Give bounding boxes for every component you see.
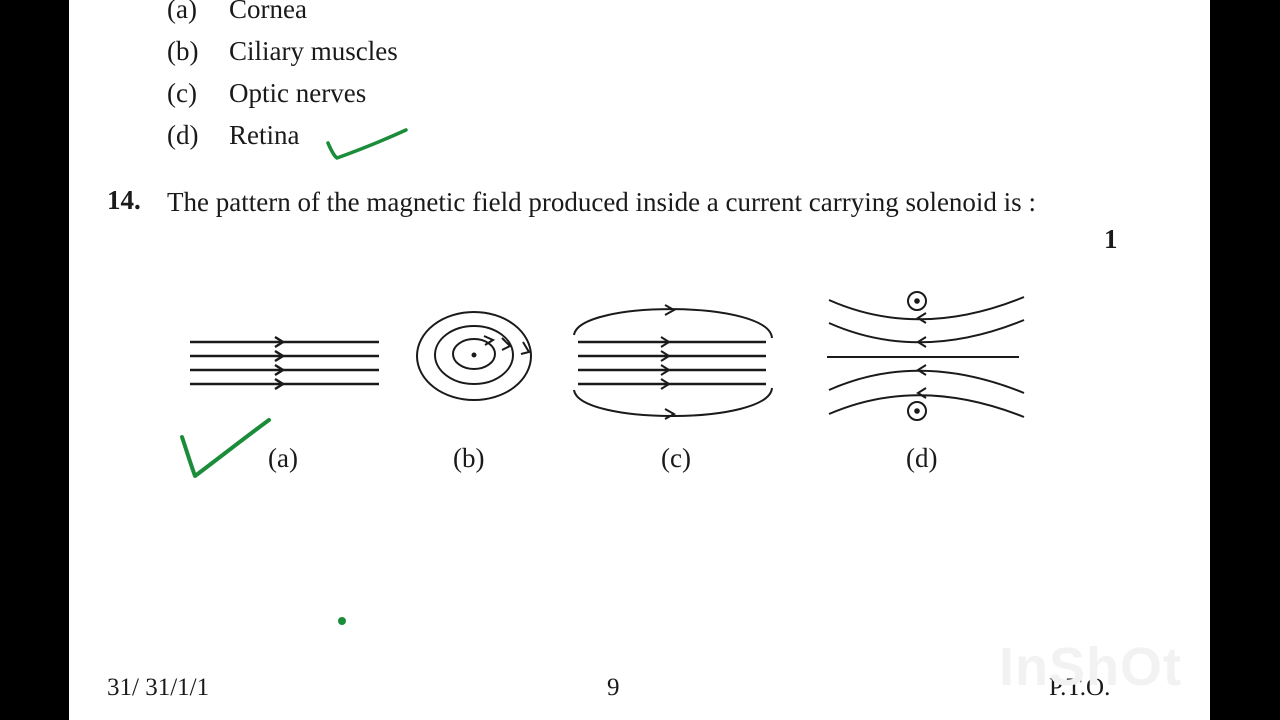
tick-mark-figure-a bbox=[180, 418, 271, 478]
figure-d-curved-field-lines bbox=[827, 291, 1025, 421]
option-b-letter: (b) bbox=[167, 36, 199, 66]
tick-mark-retina bbox=[326, 128, 408, 160]
question-text: The pattern of the magnetic field produc… bbox=[167, 187, 1036, 217]
figures-layer bbox=[180, 128, 1025, 625]
page-number: 9 bbox=[607, 674, 620, 701]
question-marks: 1 bbox=[1104, 224, 1118, 254]
option-c-text: Optic nerves bbox=[229, 78, 367, 108]
figure-label-d: (d) bbox=[906, 443, 938, 473]
option-a-letter: (a) bbox=[167, 0, 197, 24]
figure-b-concentric-field-lines bbox=[416, 311, 532, 401]
question-number: 14. bbox=[107, 185, 141, 215]
option-d-letter: (d) bbox=[167, 120, 199, 150]
ink-dot bbox=[338, 617, 346, 625]
inshot-watermark: InShOt bbox=[999, 637, 1182, 697]
option-d-text: Retina bbox=[229, 120, 300, 150]
figure-a-parallel-field-lines bbox=[190, 335, 379, 391]
option-a-text: Cornea bbox=[229, 0, 307, 24]
pto-label: P.T.O. bbox=[1049, 674, 1111, 701]
footer-code: 31/ 31/1/1 bbox=[107, 674, 210, 701]
figure-label-b: (b) bbox=[453, 443, 485, 473]
option-b-text: Ciliary muscles bbox=[229, 36, 398, 66]
figure-c-solenoid-field-lines bbox=[573, 304, 773, 420]
exam-page: (a) Cornea (b) Ciliary muscles (c) Optic… bbox=[69, 0, 1210, 720]
option-c-letter: (c) bbox=[167, 78, 197, 108]
figure-label-a: (a) bbox=[268, 443, 298, 473]
figure-label-c: (c) bbox=[661, 443, 691, 473]
